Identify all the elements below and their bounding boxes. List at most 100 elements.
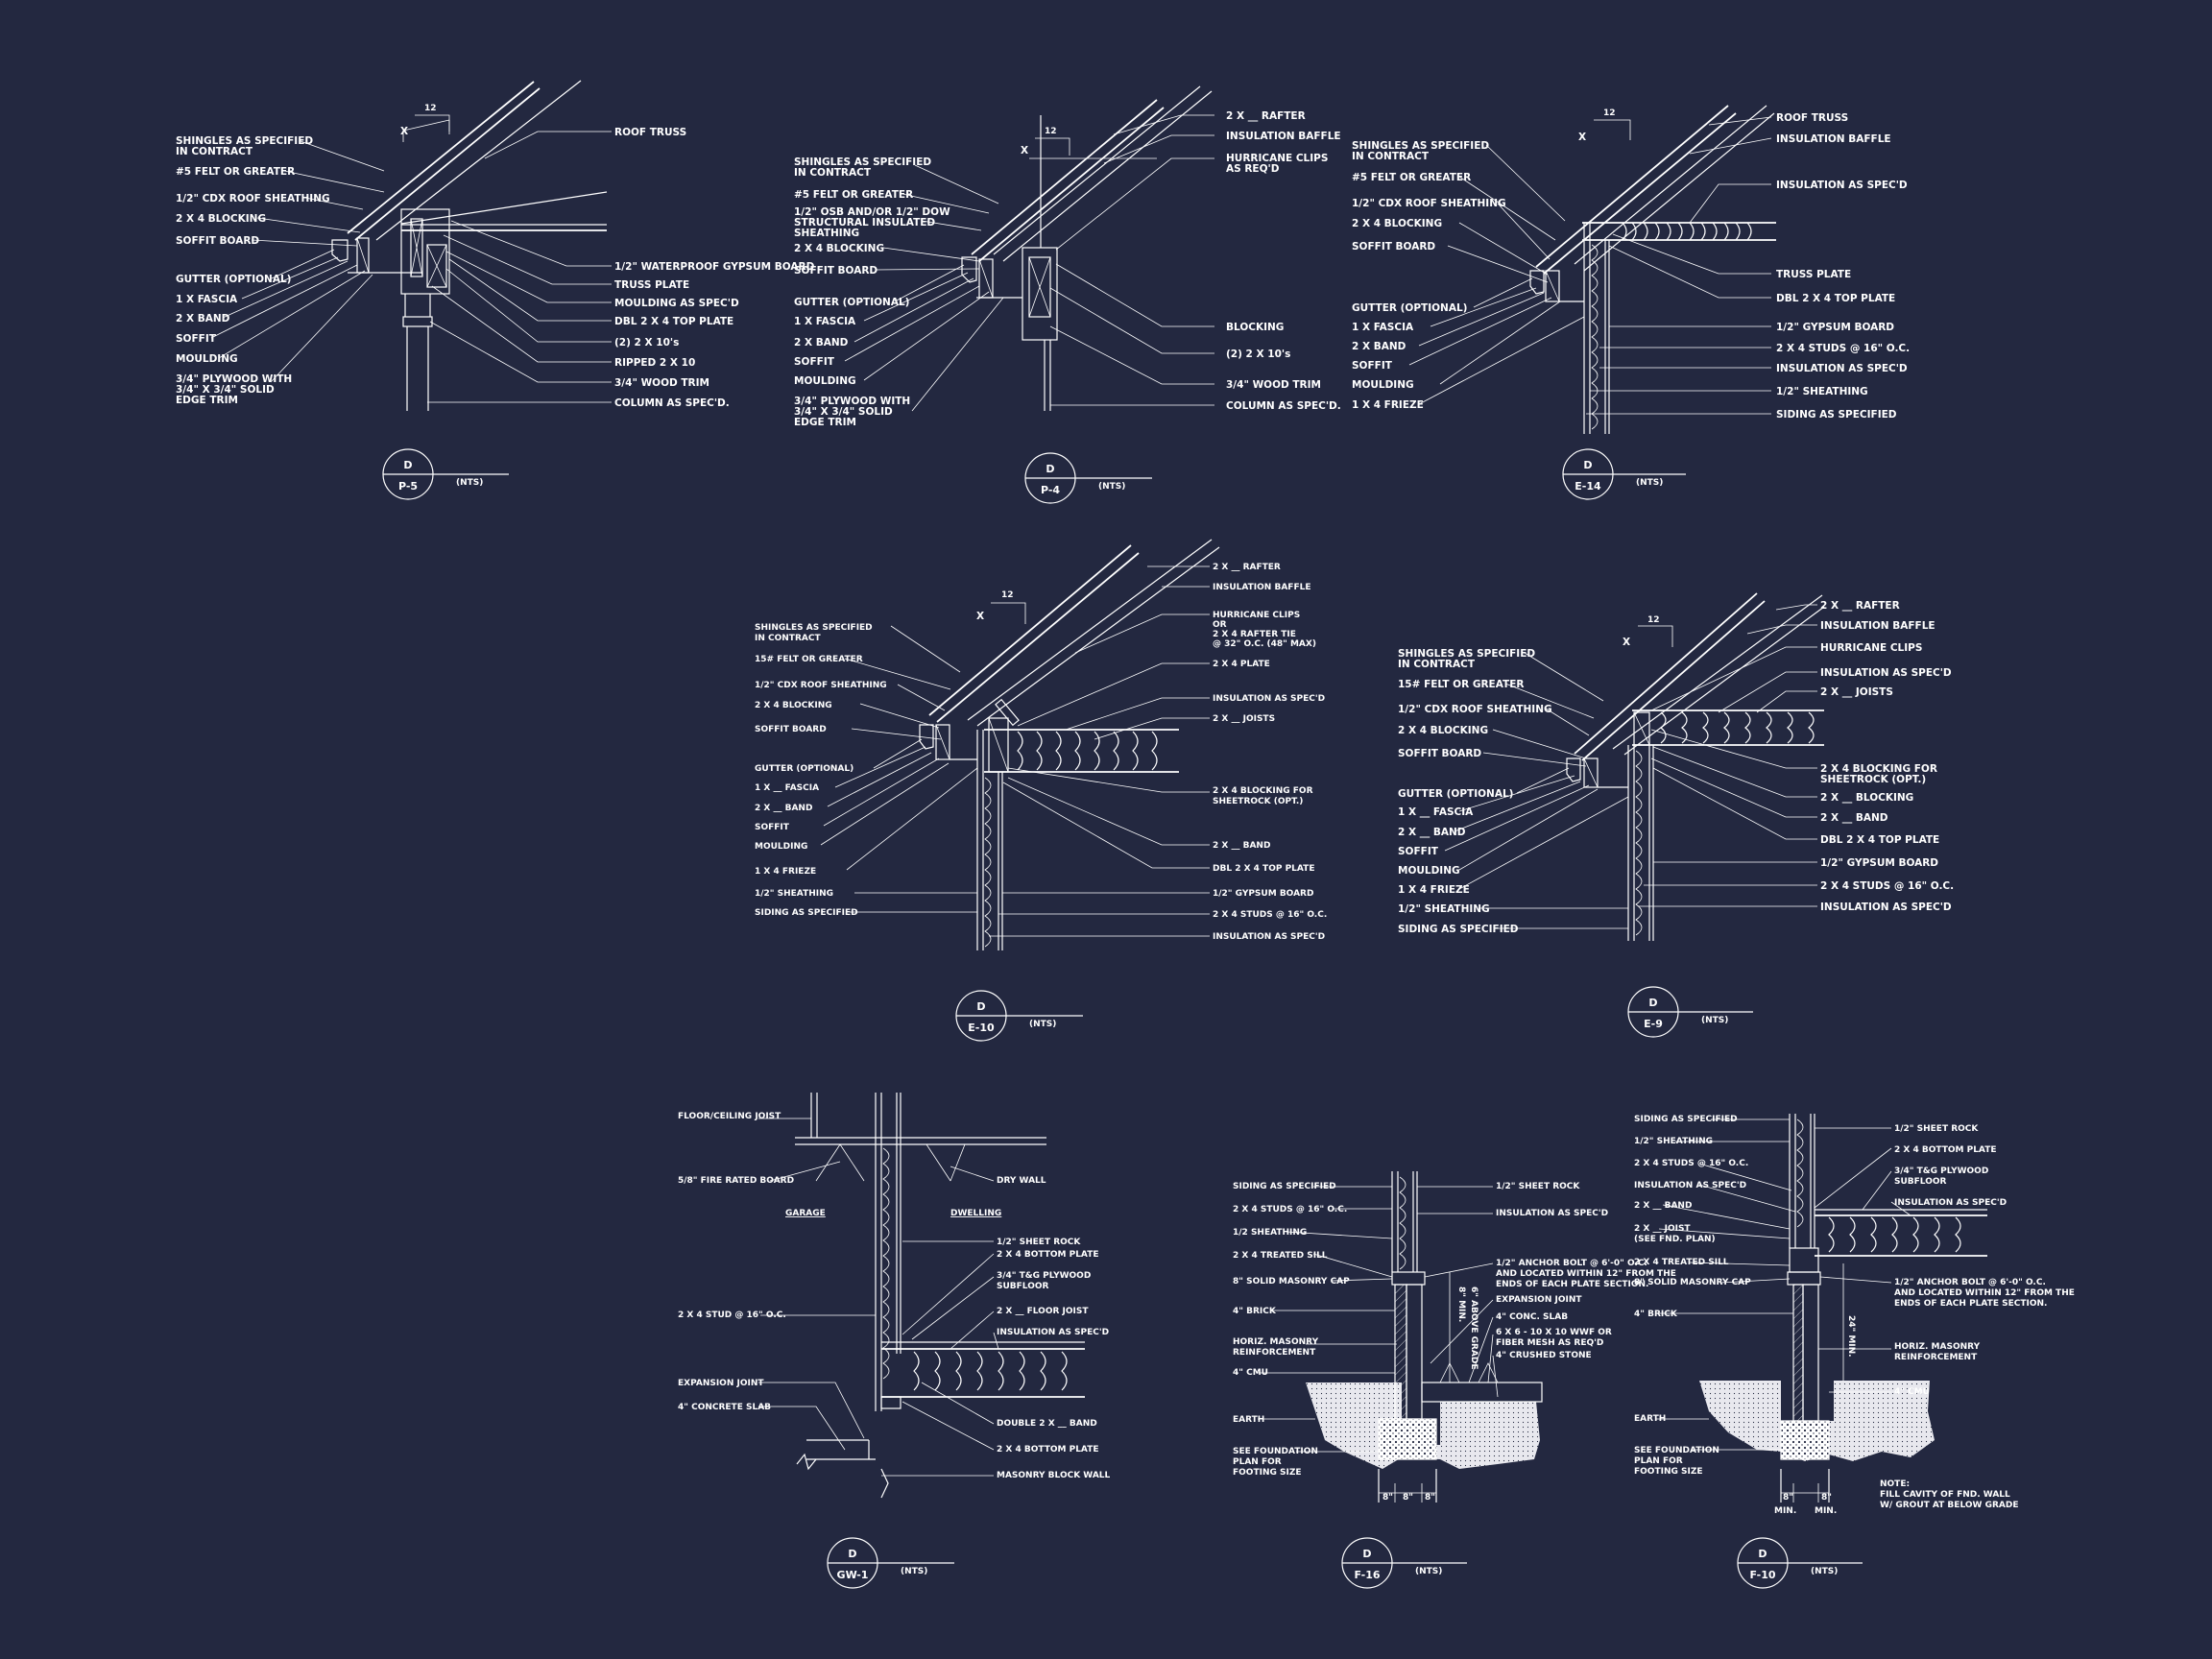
f16-labels-left: SIDING AS SPECIFIED 2 X 4 STUDS @ 16" O.… — [1233, 1182, 1350, 1478]
pitch-x: X — [1623, 637, 1630, 648]
label: 8" SOLID MASONRY CAP — [1233, 1277, 1350, 1286]
label: 1 X __ FASCIA — [1398, 806, 1474, 818]
tag-letter: D — [1362, 1548, 1371, 1560]
label: 2 X __ RAFTER — [1213, 563, 1281, 572]
label: 4" BRICK — [1634, 1310, 1678, 1319]
label: SEE FOUNDATION — [1634, 1446, 1719, 1455]
label: INSULATION AS SPEC'D — [1496, 1209, 1608, 1218]
label: 1/2" CDX ROOF SHEATHING — [755, 681, 887, 690]
label: 2 X __ FLOOR JOIST — [997, 1307, 1089, 1316]
label: HORIZ. MASONRY — [1894, 1342, 1981, 1352]
label: 2 X 4 PLATE — [1213, 660, 1270, 669]
tag-letter: D — [848, 1548, 856, 1560]
e14-pitch-symbol: X 12 — [1578, 108, 1631, 143]
note-line: FILL CAVITY OF FND. WALL — [1880, 1490, 2010, 1500]
p5-leaders — [210, 131, 612, 403]
label: 1/2" GYPSUM BOARD — [1213, 889, 1313, 899]
tag-letter: D — [976, 1000, 985, 1013]
dim: 8" — [1382, 1493, 1393, 1503]
pitch-x: X — [1021, 145, 1028, 156]
label: 3/4" X 3/4" SOLID — [794, 406, 893, 418]
label: SOFFIT BOARD — [176, 235, 259, 247]
label: HURRICANE CLIPS — [1226, 153, 1328, 164]
e9-detail-tag: D E-9 (NTS) — [1627, 986, 1753, 1038]
label: 2 X __ BAND — [755, 804, 812, 813]
label: FOOTING SIZE — [1233, 1468, 1302, 1478]
p4-detail-tag: D P-4 (NTS) — [1024, 452, 1152, 504]
insulation-batt — [1017, 731, 1158, 771]
label: MOULDING — [794, 375, 856, 387]
label: 1/2" SHEET ROCK — [1496, 1182, 1580, 1191]
pitch-rise: 12 — [1647, 615, 1660, 625]
label: SUBFLOOR — [997, 1282, 1049, 1291]
label: MOULDING — [755, 842, 807, 852]
label: 3/4" T&G PLYWOOD — [997, 1271, 1091, 1281]
label: FOOTING SIZE — [1634, 1467, 1703, 1477]
label: (2) 2 X 10's — [1226, 349, 1290, 360]
tag-scale: (NTS) — [456, 478, 483, 488]
label: #5 FELT OR GREATER — [1352, 172, 1471, 183]
e10-pitch-symbol: X 12 — [976, 590, 1026, 624]
label: 2 X __ BAND — [1398, 827, 1466, 838]
label: 2 X 4 BOTTOM PLATE — [1894, 1145, 1996, 1155]
label: 4" CONCRETE SLAB — [678, 1403, 771, 1412]
label: 2 X 4 BLOCKING — [1398, 725, 1488, 736]
label: INSULATION AS SPEC'D — [1213, 932, 1325, 942]
label: 2 X BAND — [176, 313, 230, 325]
label: TRUSS PLATE — [1776, 269, 1851, 280]
label: 4" CMU — [1894, 1387, 1930, 1397]
label: 1/2" CDX ROOF SHEATHING — [176, 193, 330, 204]
label: 3/4" WOOD TRIM — [614, 377, 709, 389]
label: AS REQ'D — [1226, 163, 1280, 175]
e9-labels-right: 2 X __ RAFTER INSULATION BAFFLE HURRICAN… — [1820, 600, 1954, 913]
label: FIBER MESH AS REQ'D — [1496, 1338, 1603, 1348]
label: SUBFLOOR — [1894, 1177, 1947, 1187]
label: DBL 2 X 4 TOP PLATE — [1213, 864, 1314, 874]
label: MOULDING AS SPEC'D — [614, 298, 739, 309]
label: 1 X __ FASCIA — [755, 783, 819, 793]
label: 2 X BAND — [794, 337, 849, 349]
pitch-rise: 12 — [1603, 108, 1616, 118]
e14-labels-right: ROOF TRUSS INSULATION BAFFLE INSULATION … — [1776, 112, 1910, 421]
label: SOFFIT BOARD — [755, 725, 827, 734]
detail-e10: X 12 SHINGLES AS SPECIFIED IN CONTRACT 1… — [755, 539, 1327, 1042]
e14-linework — [1529, 105, 1776, 434]
insulation-batt — [913, 1351, 1068, 1391]
label: SOFFIT — [176, 333, 217, 345]
label: OR — [1213, 620, 1227, 630]
tag-scale: (NTS) — [1701, 1016, 1728, 1025]
f16-detail-tag: D F-16 (NTS) — [1341, 1537, 1467, 1589]
p5-linework — [331, 80, 608, 411]
dim: 8" — [1821, 1493, 1832, 1503]
label: IN CONTRACT — [1398, 659, 1476, 670]
label: IN CONTRACT — [1352, 151, 1430, 162]
label: 2 X 4 BLOCKING — [794, 243, 884, 254]
gw1-detail-tag: D GW-1 (NTS) — [827, 1537, 954, 1589]
label: 4" BRICK — [1233, 1307, 1277, 1316]
room-garage: GARAGE — [785, 1209, 826, 1218]
label: 2 X 4 BLOCKING — [176, 213, 266, 225]
label: 1/2" GYPSUM BOARD — [1776, 322, 1894, 333]
label: 1/2" ANCHOR BOLT @ 6'-0" O.C. — [1496, 1259, 1647, 1268]
label: (SEE FND. PLAN) — [1634, 1235, 1716, 1244]
insulation-batt — [1660, 711, 1815, 744]
label: SIDING AS SPECIFIED — [755, 908, 858, 918]
label: SOFFIT — [755, 823, 790, 832]
label: 1/2" CDX ROOF SHEATHING — [1352, 198, 1506, 209]
detail-gw1: FLOOR/CEILING JOIST 5/8" FIRE RATED BOAR… — [678, 1093, 1111, 1589]
f16-leaders — [1258, 1186, 1499, 1453]
label: INSULATION BAFFLE — [1776, 133, 1891, 145]
label: MOULDING — [176, 353, 238, 365]
label: SOFFIT BOARD — [794, 265, 878, 276]
label: INSULATION AS SPEC'D — [1820, 667, 1952, 679]
label: 3/4" PLYWOOD WITH — [176, 373, 292, 385]
label: 2 X __ JOISTS — [1820, 686, 1893, 698]
label: SOFFIT BOARD — [1352, 241, 1435, 252]
tag-letter: D — [1583, 459, 1592, 471]
label: SHINGLES AS SPECIFIED — [1398, 648, 1535, 660]
e9-leaders — [1444, 604, 1817, 929]
label: 3/4" PLYWOOD WITH — [794, 396, 910, 407]
p5-detail-tag: D P-5 (NTS) — [382, 448, 509, 500]
label: 6 X 6 - 10 X 10 WWF OR — [1496, 1328, 1612, 1337]
